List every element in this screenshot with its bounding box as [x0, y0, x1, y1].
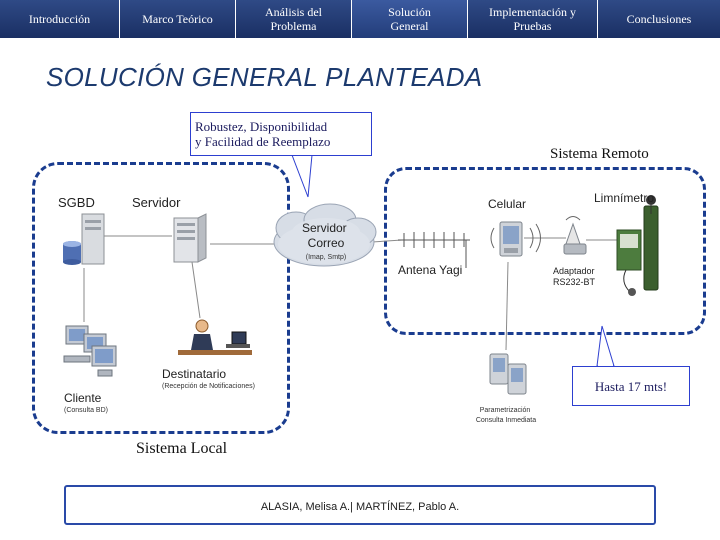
- servidor-icon: [173, 213, 207, 263]
- antenna-label: Antena Yagi: [398, 263, 462, 277]
- mail-server-cloud-icon: [273, 203, 377, 267]
- callout-robust-pointer: [291, 154, 313, 198]
- mail-server-label: Servidor Correo: [302, 221, 350, 250]
- servidor-label: Servidor: [132, 195, 181, 210]
- nav-label: Conclusiones: [626, 12, 692, 26]
- sgbd-label: SGBD: [58, 195, 95, 210]
- parametrization-label-line2: Consulta Inmediata: [476, 417, 536, 424]
- mail-protocols-label: (Imap, Smtp): [306, 254, 346, 261]
- nav-marco-teorico[interactable]: Marco Teórico: [120, 0, 236, 38]
- nav-conclusiones[interactable]: Conclusiones: [598, 0, 720, 38]
- nav-analisis[interactable]: Análisis del Problema: [236, 0, 352, 38]
- nav-label: Introducción: [28, 12, 91, 26]
- limnimeter-label: Limnímetro: [594, 191, 654, 205]
- callout-distance-text: Hasta 17 mts!: [594, 379, 668, 394]
- local-system-region: [32, 162, 290, 434]
- adapter-icon: [563, 216, 587, 255]
- yagi-antenna-icon: [398, 232, 470, 268]
- nav-label: Marco Teórico: [142, 12, 213, 26]
- client-computers-icon: [63, 325, 117, 377]
- recipient-label: Destinatario: [162, 367, 226, 381]
- callout-robustness: Robustez, Disponibilidad y Facilidad de …: [190, 112, 372, 156]
- recipient-person-icon: [178, 319, 252, 355]
- link-correo-antena: [371, 239, 403, 243]
- mail-server-label-line2: Correo: [308, 236, 345, 250]
- adapter-label-line2: RS232-BT: [553, 277, 596, 287]
- parametrization-label-line1: Parametrización: [480, 407, 531, 414]
- recipient-sub-label: (Recepción de Notificaciones): [162, 383, 255, 390]
- local-system-label: Sistema Local: [136, 440, 228, 457]
- authors-footer: ALASIA, Melisa A.| MARTÍNEZ, Pablo A.: [64, 485, 656, 525]
- adapter-label: Adaptador RS232-BT: [553, 266, 597, 287]
- nav-introduccion[interactable]: Introducción: [0, 0, 120, 38]
- mail-server-label-line1: Servidor: [302, 221, 347, 235]
- nav-label: Solución General: [388, 5, 431, 33]
- client-sub-label: (Consulta BD): [64, 407, 108, 414]
- remote-system-label: Sistema Remoto: [550, 146, 649, 162]
- remote-system-region: [384, 167, 706, 335]
- adapter-label-line1: Adaptador: [553, 266, 595, 276]
- callout-robustness-text: Robustez, Disponibilidad y Facilidad de …: [195, 119, 331, 149]
- nav-solucion-general[interactable]: Solución General: [352, 0, 468, 38]
- cellphone-icon: [490, 221, 541, 257]
- link-servidor-destinatario: [191, 261, 201, 319]
- callout-distance: Hasta 17 mts!: [572, 366, 690, 406]
- link-celular-param: [505, 261, 509, 351]
- celular-label: Celular: [488, 197, 526, 211]
- client-label: Cliente: [64, 391, 102, 405]
- top-navigation: Introducción Marco Teórico Análisis del …: [0, 0, 720, 38]
- nav-label: Implementación y Pruebas: [489, 5, 576, 33]
- nav-label: Análisis del Problema: [265, 5, 322, 33]
- authors-text: ALASIA, Melisa A.| MARTÍNEZ, Pablo A.: [260, 501, 460, 513]
- nav-implementacion[interactable]: Implementación y Pruebas: [468, 0, 598, 38]
- limnimeter-icon: [616, 195, 659, 296]
- page-title: SOLUCIÓN GENERAL PLANTEADA: [46, 62, 483, 92]
- callout-hasta-pointer: [596, 325, 615, 367]
- sgbd-server-icon: [63, 213, 105, 265]
- parametrization-phones-icon: [489, 353, 527, 395]
- parametrization-label: Parametrización Consulta Inmediata: [476, 407, 536, 424]
